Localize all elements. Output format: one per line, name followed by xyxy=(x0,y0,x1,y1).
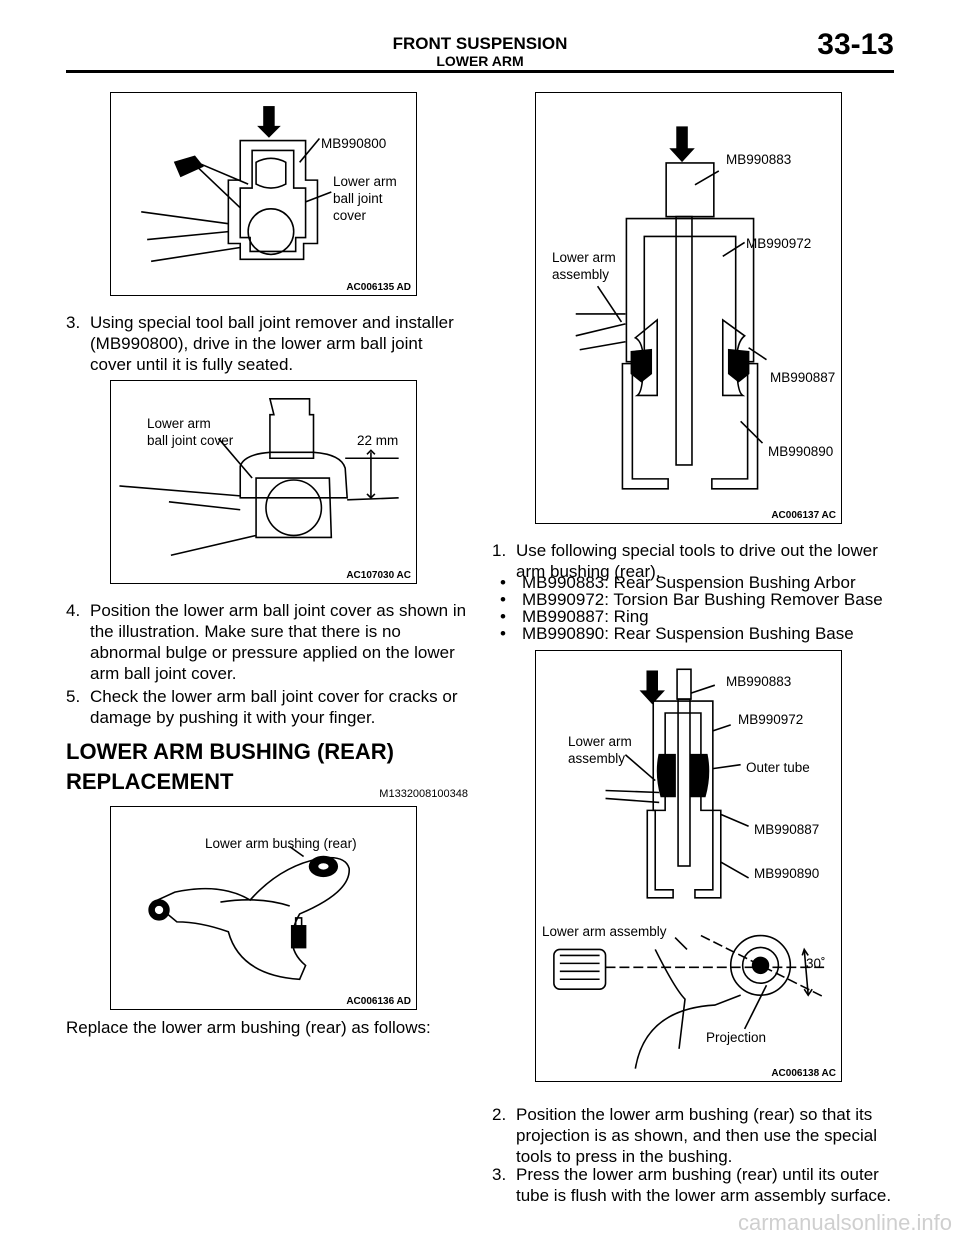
right-step-1: 1. Use following special tools to drive … xyxy=(492,540,894,582)
right-step-2-text: Position the lower arm bushing (rear) so… xyxy=(516,1105,878,1166)
fig4-label-ring: MB990887 xyxy=(770,370,836,385)
fig1-label-tool: MB990800 xyxy=(321,136,387,151)
fig5-label-arm-2: assembly xyxy=(568,751,626,766)
fig4-label-bushing-base: MB990890 xyxy=(768,444,834,459)
left-step-5-text: Check the lower arm ball joint cover for… xyxy=(90,687,458,727)
tool-item-2-bullet: • xyxy=(500,590,506,609)
figure-bushing-press-in: MB990883 MB990972 Lower arm assembly Out… xyxy=(535,650,842,1082)
fig4-label-arm-2: assembly xyxy=(552,267,610,282)
fig5-label-bushing-base: MB990890 xyxy=(754,866,820,881)
left-step-4: 4. Position the lower arm ball joint cov… xyxy=(66,600,468,684)
fig5-code: AC006138 AC xyxy=(771,1068,836,1079)
figure-drive-out-drawing xyxy=(575,126,767,490)
tool-item-3-text: MB990887: Ring xyxy=(522,607,649,626)
figure-ball-joint-cover-drawing xyxy=(141,106,332,263)
header-rule xyxy=(66,70,894,73)
tool-item-4-text: MB990890: Rear Suspension Bushing Base xyxy=(522,624,854,643)
figure-ball-joint-position-drawing xyxy=(119,398,399,557)
fig5-label-arbor: MB990883 xyxy=(726,674,792,689)
right-step-2: 2. Position the lower arm bushing (rear)… xyxy=(492,1104,894,1167)
right-step-2-number: 2. xyxy=(492,1105,507,1124)
fig4-label-arm-1: Lower arm xyxy=(552,250,616,265)
fig5-label-remover-base: MB990972 xyxy=(738,712,804,727)
fig5-label-projection: Projection xyxy=(706,1030,767,1045)
fig5-label-outer-tube: Outer tube xyxy=(746,760,810,775)
fig3-label-bushing: Lower arm bushing (rear) xyxy=(205,836,357,851)
tool-item-1: • MB990883: Rear Suspension Bushing Arbo… xyxy=(500,574,900,592)
left-step-3-text: Using special tool ball joint remover an… xyxy=(90,313,454,374)
fig4-label-remover-base: MB990972 xyxy=(746,236,812,251)
left-step-4-number: 4. xyxy=(66,601,81,620)
right-step-1-number: 1. xyxy=(492,541,507,560)
tool-item-4: • MB990890: Rear Suspension Bushing Base xyxy=(500,625,900,643)
figure-press-in-drawing xyxy=(553,668,825,1069)
fig2-code: AC107030 AC xyxy=(346,570,411,581)
right-step-1-text: Use following special tools to drive out… xyxy=(516,541,878,581)
right-step-3-text: Press the lower arm bushing (rear) until… xyxy=(516,1165,892,1205)
fig5-label-arm-1: Lower arm xyxy=(568,734,632,749)
fig4-label-arbor: MB990883 xyxy=(726,152,792,167)
watermark: carmanualsonline.info xyxy=(737,1210,952,1235)
fig5-label-ring: MB990887 xyxy=(754,822,820,837)
fig5-label-angle: 30˚ xyxy=(806,956,826,971)
tool-item-4-bullet: • xyxy=(500,624,506,643)
fig1-code: AC006135 AD xyxy=(346,282,411,293)
figure-lower-arm-drawing xyxy=(148,845,350,981)
fig2-label-dimension: 22 mm xyxy=(357,433,399,448)
tool-item-2-text: MB990972: Torsion Bar Bushing Remover Ba… xyxy=(522,590,883,609)
fig3-code: AC006136 AD xyxy=(346,996,411,1007)
page-number: 33-13 xyxy=(817,28,894,61)
left-step-5: 5. Check the lower arm ball joint cover … xyxy=(66,686,468,728)
tool-item-1-text: MB990883: Rear Suspension Bushing Arbor xyxy=(522,573,856,592)
fig1-label-part-1: Lower arm xyxy=(333,174,397,189)
tool-item-3-bullet: • xyxy=(500,607,506,626)
figure-lower-arm-bushing: Lower arm bushing (rear) AC006136 AD xyxy=(110,806,417,1010)
figure-ball-joint-cover-install: MB990800 Lower arm ball joint cover AC00… xyxy=(110,92,417,296)
fig5-label-arm-assembly: Lower arm assembly xyxy=(542,924,667,939)
right-step-3-number: 3. xyxy=(492,1165,507,1184)
fig1-label-part-2: ball joint xyxy=(333,191,383,206)
document-id: M1332008100348 xyxy=(379,788,468,800)
left-step-4-text: Position the lower arm ball joint cover … xyxy=(90,601,467,683)
right-step-3: 3. Press the lower arm bushing (rear) un… xyxy=(492,1164,894,1206)
fig1-label-part-3: cover xyxy=(333,208,367,223)
figure-bushing-drive-out: MB990883 Lower arm assembly MB990972 MB9… xyxy=(535,92,842,524)
tool-item-2: • MB990972: Torsion Bar Bushing Remover … xyxy=(500,591,900,609)
fig2-label-part-1: Lower arm xyxy=(147,416,211,431)
fig2-label-part-2: ball joint cover xyxy=(147,433,234,448)
left-step-5-number: 5. xyxy=(66,687,81,706)
section-title: FRONT SUSPENSION xyxy=(392,34,568,53)
figure-ball-joint-cover-position: Lower arm ball joint cover 22 mm AC10703… xyxy=(110,380,417,584)
left-step-3: 3. Using special tool ball joint remover… xyxy=(66,312,468,375)
section-heading-line2: REPLACEMENT xyxy=(66,769,234,794)
tool-item-1-bullet: • xyxy=(500,573,506,592)
section-intro: Replace the lower arm bushing (rear) as … xyxy=(66,1018,431,1037)
fig4-code: AC006137 AC xyxy=(771,510,836,521)
left-step-3-number: 3. xyxy=(66,313,81,332)
section-heading-line1: LOWER ARM BUSHING (REAR) xyxy=(66,739,394,764)
tool-item-3: • MB990887: Ring xyxy=(500,608,900,626)
subsection-title: LOWER ARM xyxy=(436,53,524,69)
